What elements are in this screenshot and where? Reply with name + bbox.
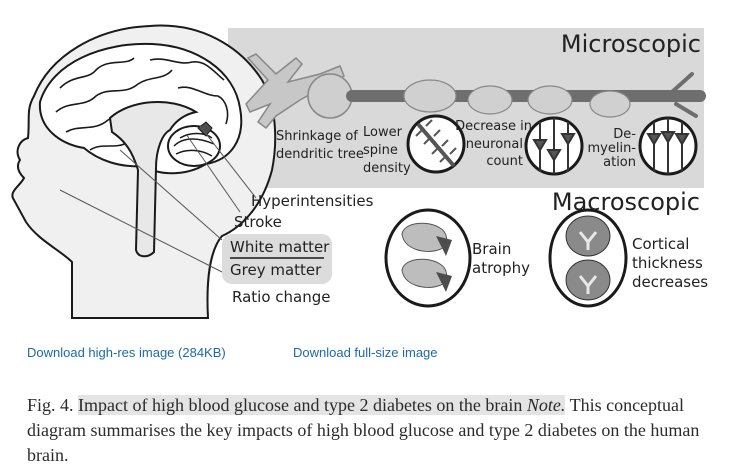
figure-caption: Fig. 4. Impact of high blood glucose and… xyxy=(27,393,727,468)
demyelination-label-3: ation xyxy=(603,155,636,170)
neuronal-count-icon xyxy=(524,116,584,176)
spine-label-3: density xyxy=(363,161,411,176)
spine-density-icon xyxy=(406,114,466,174)
demyelination-label-1: De- xyxy=(613,127,636,142)
brain-atrophy-label-1: Brain xyxy=(472,240,511,258)
caption-prefix: Fig. 4. xyxy=(27,395,74,415)
cortical-label-1: Cortical xyxy=(632,235,689,253)
neuronal-label-1: Decrease in xyxy=(455,119,532,134)
cortical-label-3: decreases xyxy=(632,273,708,291)
grey-matter-label: Grey matter xyxy=(230,261,322,279)
hyperintensities-label: Hyperintensities xyxy=(251,192,374,210)
cortical-label-2: thickness xyxy=(632,254,703,272)
download-high-res-link[interactable]: Download high-res image (284KB) xyxy=(27,345,226,360)
matter-ratio-box xyxy=(222,234,332,284)
dendritic-neuron-icon xyxy=(245,53,706,130)
cortical-thickness-icon xyxy=(548,208,628,308)
brain-atrophy-label-2: atrophy xyxy=(472,259,530,277)
brain-atrophy-icon xyxy=(384,208,472,308)
pointer-lines xyxy=(59,125,257,273)
caption-title: Impact of high blood glucose and type 2 … xyxy=(78,395,566,415)
demyelination-icon xyxy=(638,116,698,176)
neuronal-label-3: count xyxy=(486,154,523,169)
macroscopic-heading: Macroscopic xyxy=(552,188,700,216)
ratio-change-label: Ratio change xyxy=(232,288,330,306)
spine-label-2: spine xyxy=(363,143,398,158)
download-full-size-link[interactable]: Download full-size image xyxy=(293,345,438,360)
demyelination-label-2: myelin- xyxy=(587,141,636,156)
microscopic-heading: Microscopic xyxy=(561,30,701,58)
shrinkage-label-1: Shrinkage of xyxy=(276,129,358,144)
neuronal-label-2: neuronal xyxy=(466,137,523,152)
spine-label-1: Lower xyxy=(363,125,403,140)
brain-diabetes-figure: Microscopic Macroscopic Shrinkage of den… xyxy=(11,24,708,319)
white-matter-label: White matter xyxy=(230,238,330,256)
stroke-label: Stroke xyxy=(234,213,282,231)
caption-body: This conceptual diagram summarises the k… xyxy=(27,395,700,465)
caption-note: Note. xyxy=(526,395,566,415)
shrinkage-label-2: dendritic tree xyxy=(276,147,364,162)
